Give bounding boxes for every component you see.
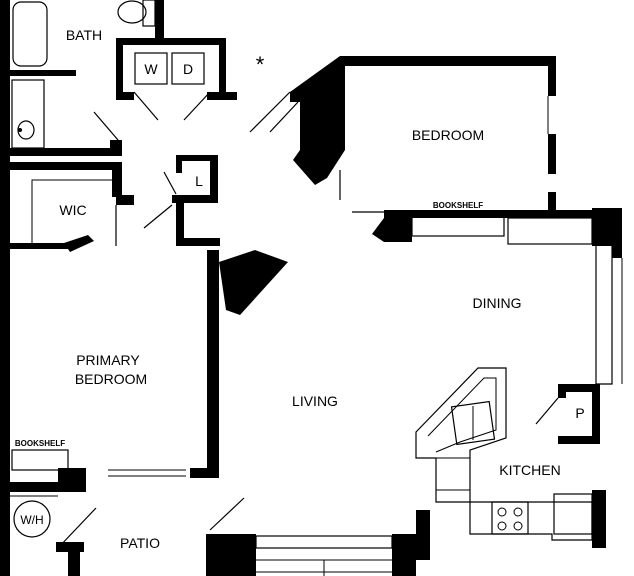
label-washer: W (144, 61, 158, 77)
label-bookshelf-top: BOOKSHELF (433, 201, 483, 210)
label-pantry: P (575, 405, 584, 421)
label-kitchen: KITCHEN (499, 462, 560, 478)
label-bookshelf-bottom: BOOKSHELF (15, 439, 65, 448)
label-water-heater: W/H (20, 513, 43, 527)
label-wic: WIC (59, 202, 86, 218)
label-bedroom: BEDROOM (412, 127, 484, 143)
fixtures (10, 0, 623, 576)
label-star: * (256, 52, 265, 77)
label-patio: PATIO (120, 535, 160, 551)
door-swings (57, 91, 559, 549)
label-bath: BATH (66, 27, 102, 43)
label-closet: CL (316, 123, 334, 139)
label-dryer: D (183, 61, 193, 77)
label-primary-bedroom-1: PRIMARY (76, 352, 140, 368)
label-living: LIVING (292, 393, 338, 409)
room-labels: BATH W D * CL BEDROOM BOOKSHELF L WIC DI… (15, 27, 585, 551)
label-primary-bedroom-2: BEDROOM (75, 371, 147, 387)
label-linen: L (195, 173, 203, 189)
label-dining: DINING (473, 295, 522, 311)
